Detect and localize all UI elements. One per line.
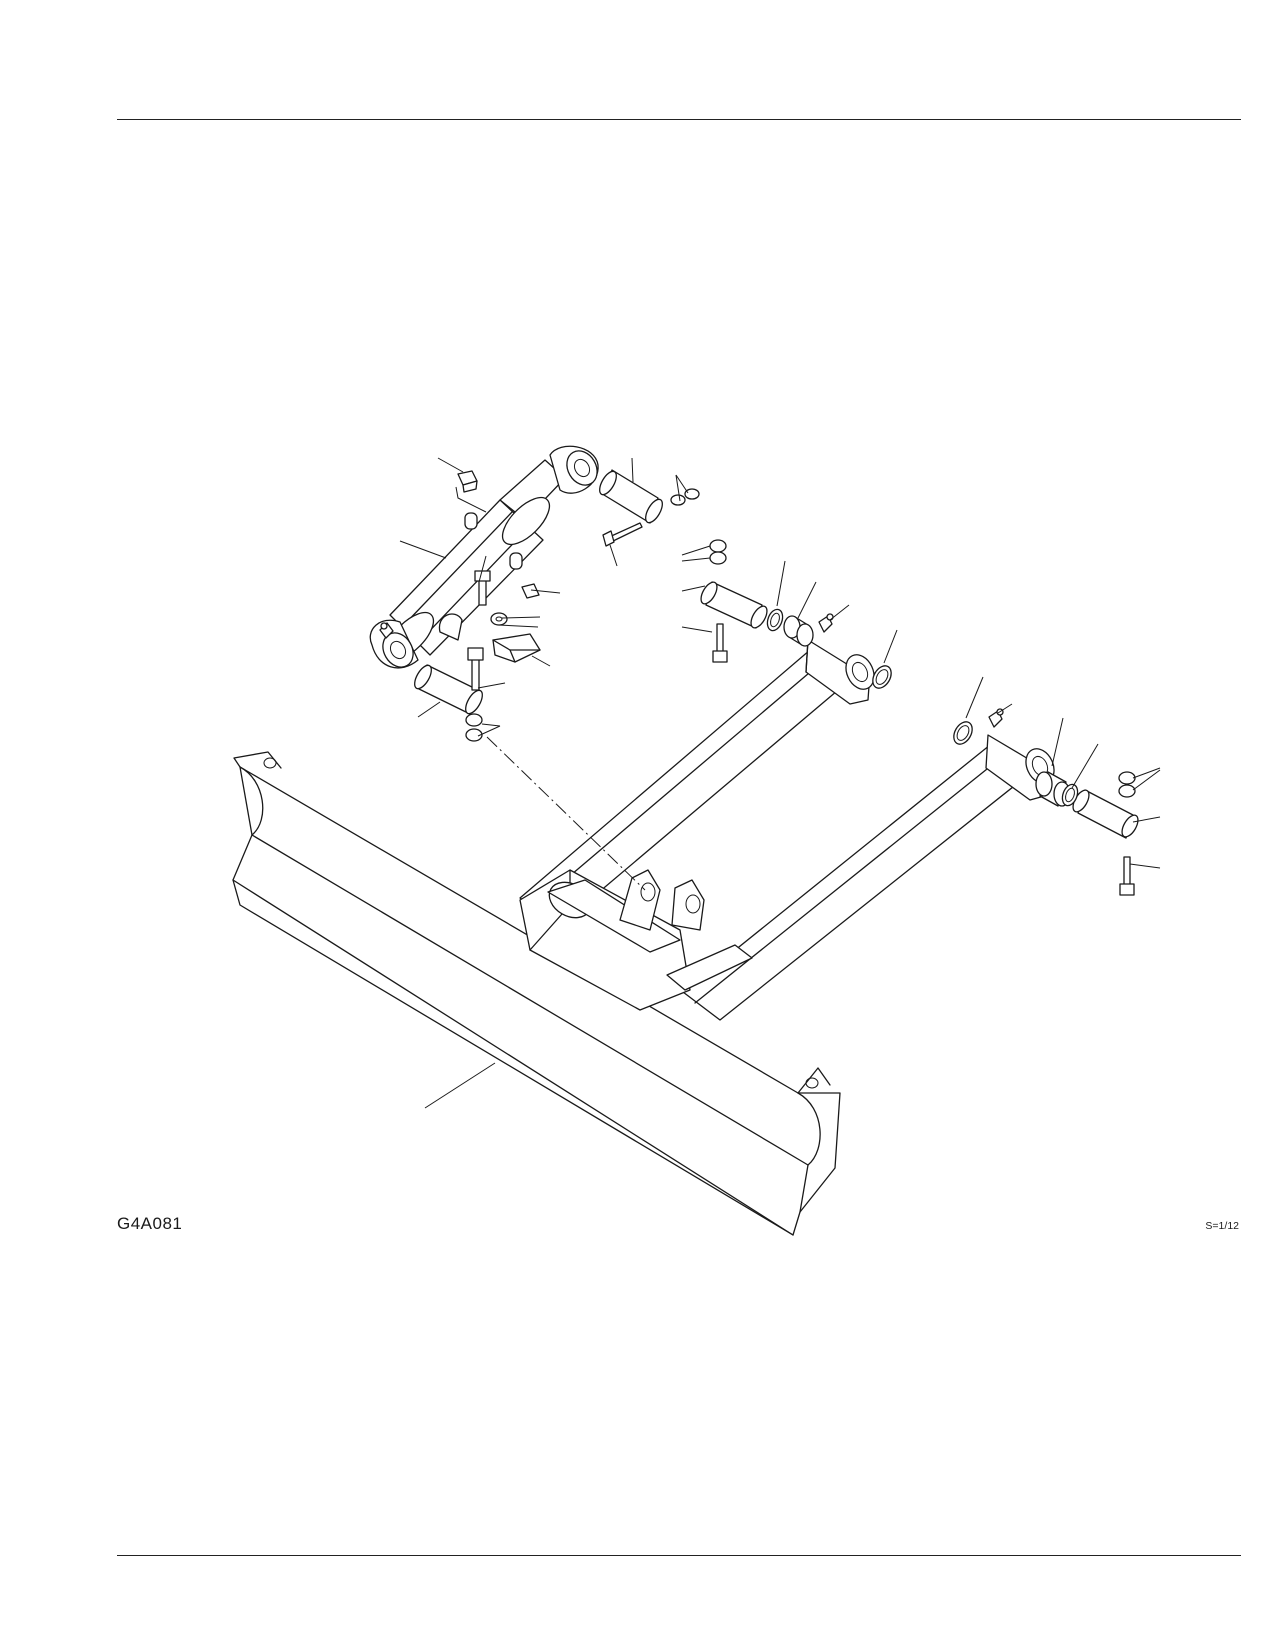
footer-rule (117, 1555, 1241, 1556)
bolts (467, 522, 1135, 896)
blade-lift-cylinder (369, 445, 599, 669)
pin-lower (414, 664, 483, 715)
center-cross-member (519, 869, 753, 1011)
leader-lines (399, 457, 1161, 1109)
scale-label: S=1/12 (1205, 1220, 1239, 1232)
dozer-blade (232, 751, 841, 1236)
pin-middle (700, 581, 768, 629)
grease-fittings (379, 613, 1004, 728)
seal-rings (766, 608, 1079, 807)
bushing-middle (783, 615, 814, 647)
figure-code: G4A081 (117, 1214, 183, 1233)
pin-upper (599, 469, 663, 524)
wedge-block (492, 633, 541, 663)
pin-centerline (486, 736, 646, 891)
nuts-washers (457, 470, 1136, 798)
header-rule (117, 119, 1241, 120)
push-frame-arm-right (682, 734, 1055, 1021)
